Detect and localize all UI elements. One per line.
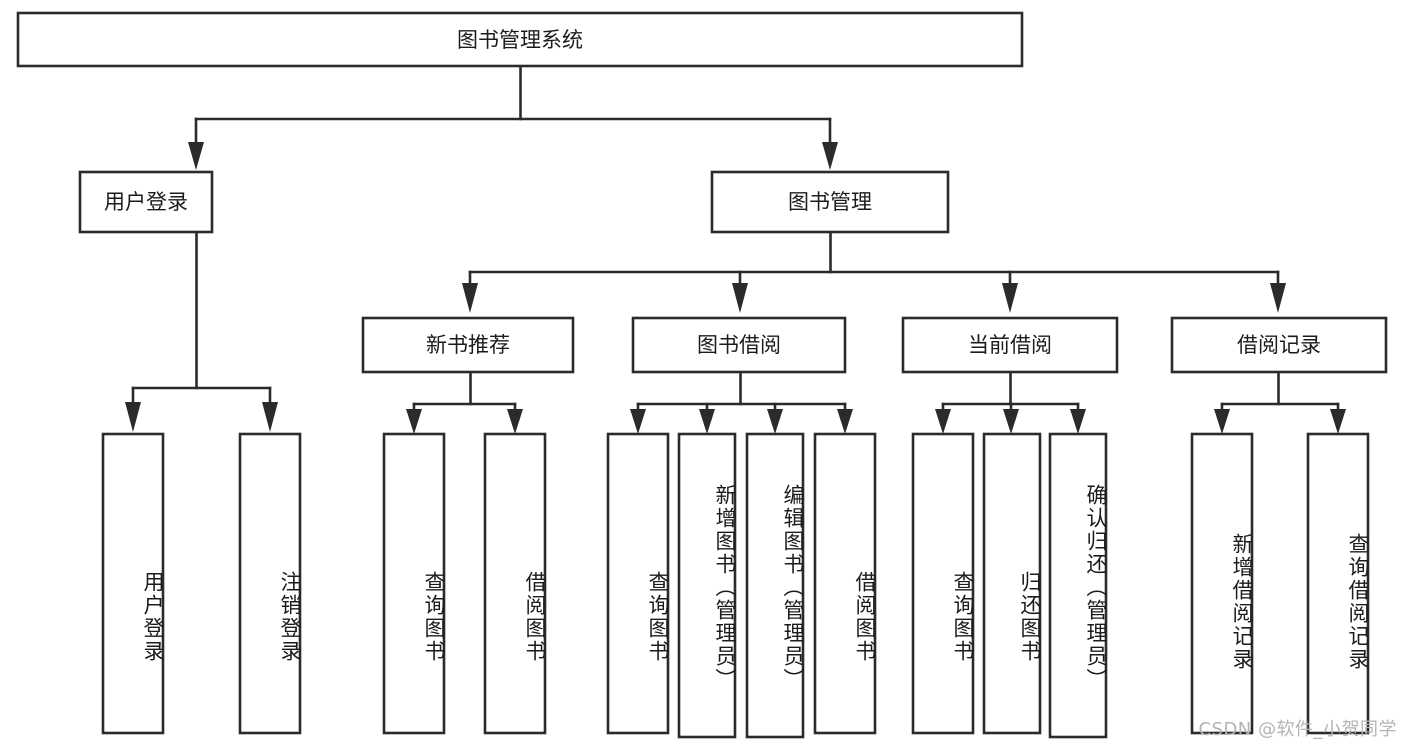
leaf-borrow-add-book-admin[interactable] — [677, 432, 737, 739]
node-borrow-record-label: 借阅记录 — [1237, 333, 1321, 357]
arrow-head-newbook-leaf-1 — [406, 409, 422, 434]
node-current-borrow-label: 当前借阅 — [968, 333, 1052, 357]
node-root-book-management-system[interactable] — [16, 11, 1024, 68]
node-new-book-recommend-label: 新书推荐 — [426, 333, 510, 357]
arrow-head-borrow-leaf-2 — [699, 409, 715, 434]
arrow-head-current-leaf-1 — [935, 409, 951, 434]
leaf-current-confirm-return-admin[interactable] — [1048, 432, 1108, 739]
arrow-head-newbook — [462, 283, 478, 313]
arrow-head-borrow — [732, 283, 748, 313]
arrow-head-leaf-user-login — [125, 402, 141, 432]
connector-layer — [125, 64, 1346, 434]
leaf-record-add-record[interactable] — [1190, 432, 1254, 735]
node-book-management[interactable] — [710, 170, 950, 234]
arrow-head-borrow-leaf-4 — [837, 409, 853, 434]
arrow-head-current — [1002, 283, 1018, 313]
arrow-head-record-leaf-1 — [1214, 409, 1230, 434]
leaf-borrow-edit-book-admin[interactable] — [745, 432, 805, 739]
leaf-user-login-logout[interactable] — [238, 432, 302, 735]
node-book-borrow[interactable] — [631, 316, 847, 374]
arrow-head-borrow-leaf-3 — [767, 409, 783, 434]
arrow-head-newbook-leaf-2 — [507, 409, 523, 434]
node-book-management-label: 图书管理 — [788, 190, 872, 214]
node-user-login-label: 用户登录 — [104, 190, 188, 214]
leaf-user-login-login[interactable] — [101, 432, 165, 735]
leaf-current-return-book[interactable] — [982, 432, 1042, 735]
watermark-text: CSDN @软件_小贺同学 — [1198, 719, 1397, 740]
node-root-label: 图书管理系统 — [457, 28, 583, 52]
arrow-head-current-leaf-2 — [1003, 409, 1019, 434]
leaf-new-book-borrow[interactable] — [483, 432, 547, 735]
node-layer: 图书管理系统 用户登录 图书管理 新书推荐 图书借阅 当前借阅 借阅记录 — [16, 11, 1388, 739]
arrow-head-user-login — [188, 142, 204, 170]
leaf-record-query-record[interactable] — [1306, 432, 1370, 735]
leaf-current-query-book[interactable] — [911, 432, 975, 735]
arrow-head-record-leaf-2 — [1330, 409, 1346, 434]
leaf-new-book-query[interactable] — [382, 432, 446, 735]
arrow-head-borrow-leaf-1 — [630, 409, 646, 434]
arrow-head-record — [1270, 283, 1286, 313]
leaf-borrow-borrow-book[interactable] — [813, 432, 877, 735]
node-current-borrow[interactable] — [901, 316, 1119, 374]
node-user-login[interactable] — [78, 170, 214, 234]
leaf-borrow-query-book[interactable] — [606, 432, 670, 735]
arrow-head-leaf-logout — [262, 402, 278, 432]
node-borrow-record[interactable] — [1170, 316, 1388, 374]
node-book-borrow-label: 图书借阅 — [697, 333, 781, 357]
arrow-head-book-mgmt — [822, 142, 838, 170]
node-new-book-recommend[interactable] — [361, 316, 575, 374]
arrow-head-current-leaf-3 — [1070, 409, 1086, 434]
